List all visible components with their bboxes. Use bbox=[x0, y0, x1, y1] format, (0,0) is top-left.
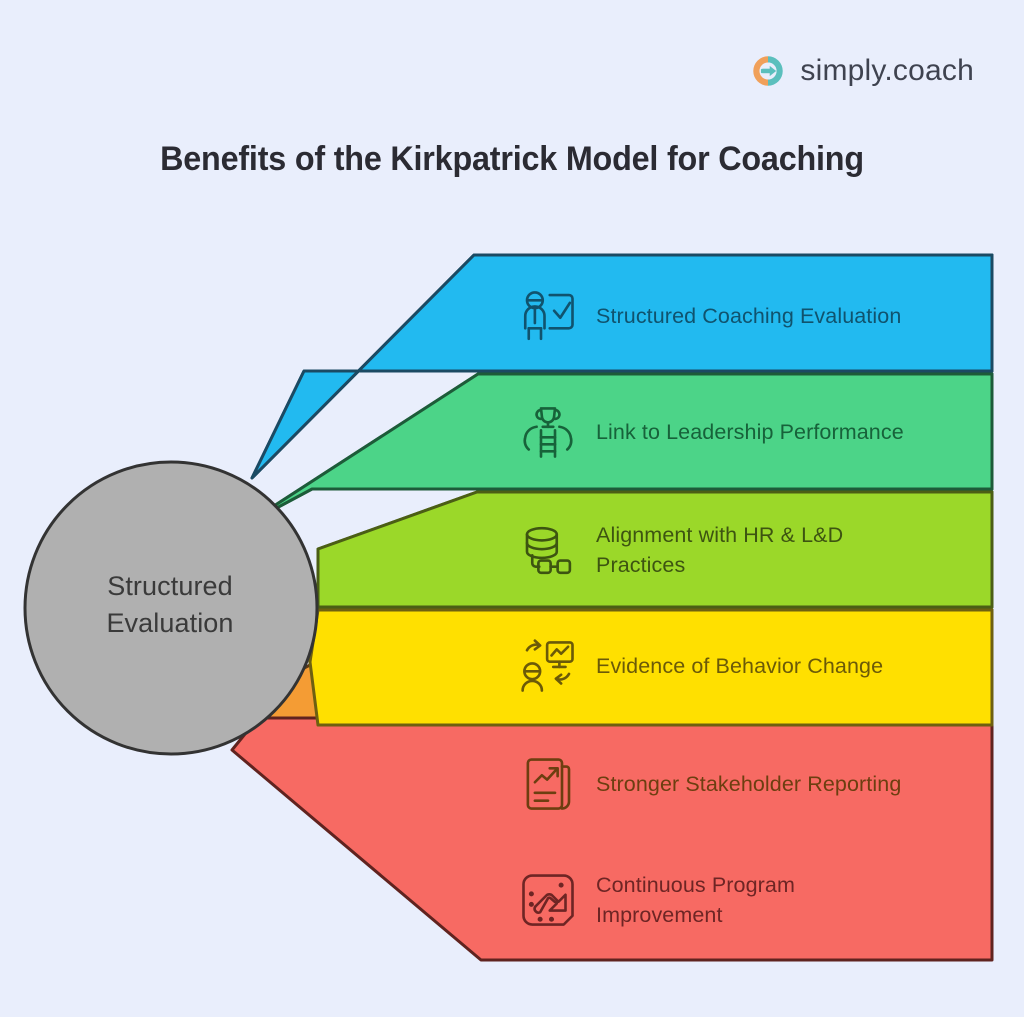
band-row-1[interactable]: Structured Coaching Evaluation bbox=[520, 288, 901, 344]
band-label-3-line1: Alignment with HR & L&D bbox=[596, 523, 844, 547]
band-label-6: Continuous Program Improvement bbox=[596, 870, 795, 930]
brand-logo: simply.coach bbox=[749, 52, 974, 90]
brand-name: simply.coach bbox=[800, 54, 974, 87]
band-label-3-line2: Practices bbox=[596, 553, 686, 577]
band-shape-3-top[interactable] bbox=[316, 490, 994, 609]
band-label-5: Stronger Stakeholder Reporting bbox=[596, 772, 902, 796]
band-shape-1-top[interactable] bbox=[250, 253, 994, 480]
band-label-2: Link to Leadership Performance bbox=[596, 420, 904, 444]
band-row-5[interactable]: Stronger Stakeholder Reporting bbox=[520, 756, 901, 812]
hub-label-line2: Evaluation bbox=[106, 608, 234, 638]
band-row-3[interactable]: Alignment with HR & L&D Practices bbox=[520, 520, 843, 580]
page-title: Benefits of the Kirkpatrick Model for Co… bbox=[160, 140, 864, 178]
report-with-trend-arrow-icon bbox=[526, 758, 571, 810]
hub-label-line1: Structured bbox=[107, 571, 233, 601]
trophy-on-ladder-icon bbox=[523, 407, 573, 458]
hub-circle[interactable] bbox=[23, 460, 319, 756]
person-to-chart-cycle-icon bbox=[521, 639, 574, 692]
person-with-checklist-icon bbox=[523, 291, 574, 341]
band-row-6[interactable]: Continuous Program Improvement bbox=[520, 870, 795, 930]
band-shape-2-top[interactable] bbox=[241, 372, 994, 528]
continuous-improvement-arrow-icon bbox=[522, 874, 574, 926]
band-label-6-line2: Improvement bbox=[596, 903, 723, 927]
simply-coach-logo-icon bbox=[753, 56, 784, 86]
hub-label: Structured Evaluation bbox=[38, 568, 302, 642]
band-row-4[interactable]: Evidence of Behavior Change bbox=[520, 638, 883, 694]
band-label-1: Structured Coaching Evaluation bbox=[596, 304, 902, 328]
band-row-2[interactable]: Link to Leadership Performance bbox=[520, 404, 904, 460]
band-label-6-line1: Continuous Program bbox=[596, 873, 795, 897]
band-label-3: Alignment with HR & L&D Practices bbox=[596, 520, 843, 580]
database-with-nodes-icon bbox=[525, 526, 572, 575]
band-label-4: Evidence of Behavior Change bbox=[596, 654, 884, 678]
